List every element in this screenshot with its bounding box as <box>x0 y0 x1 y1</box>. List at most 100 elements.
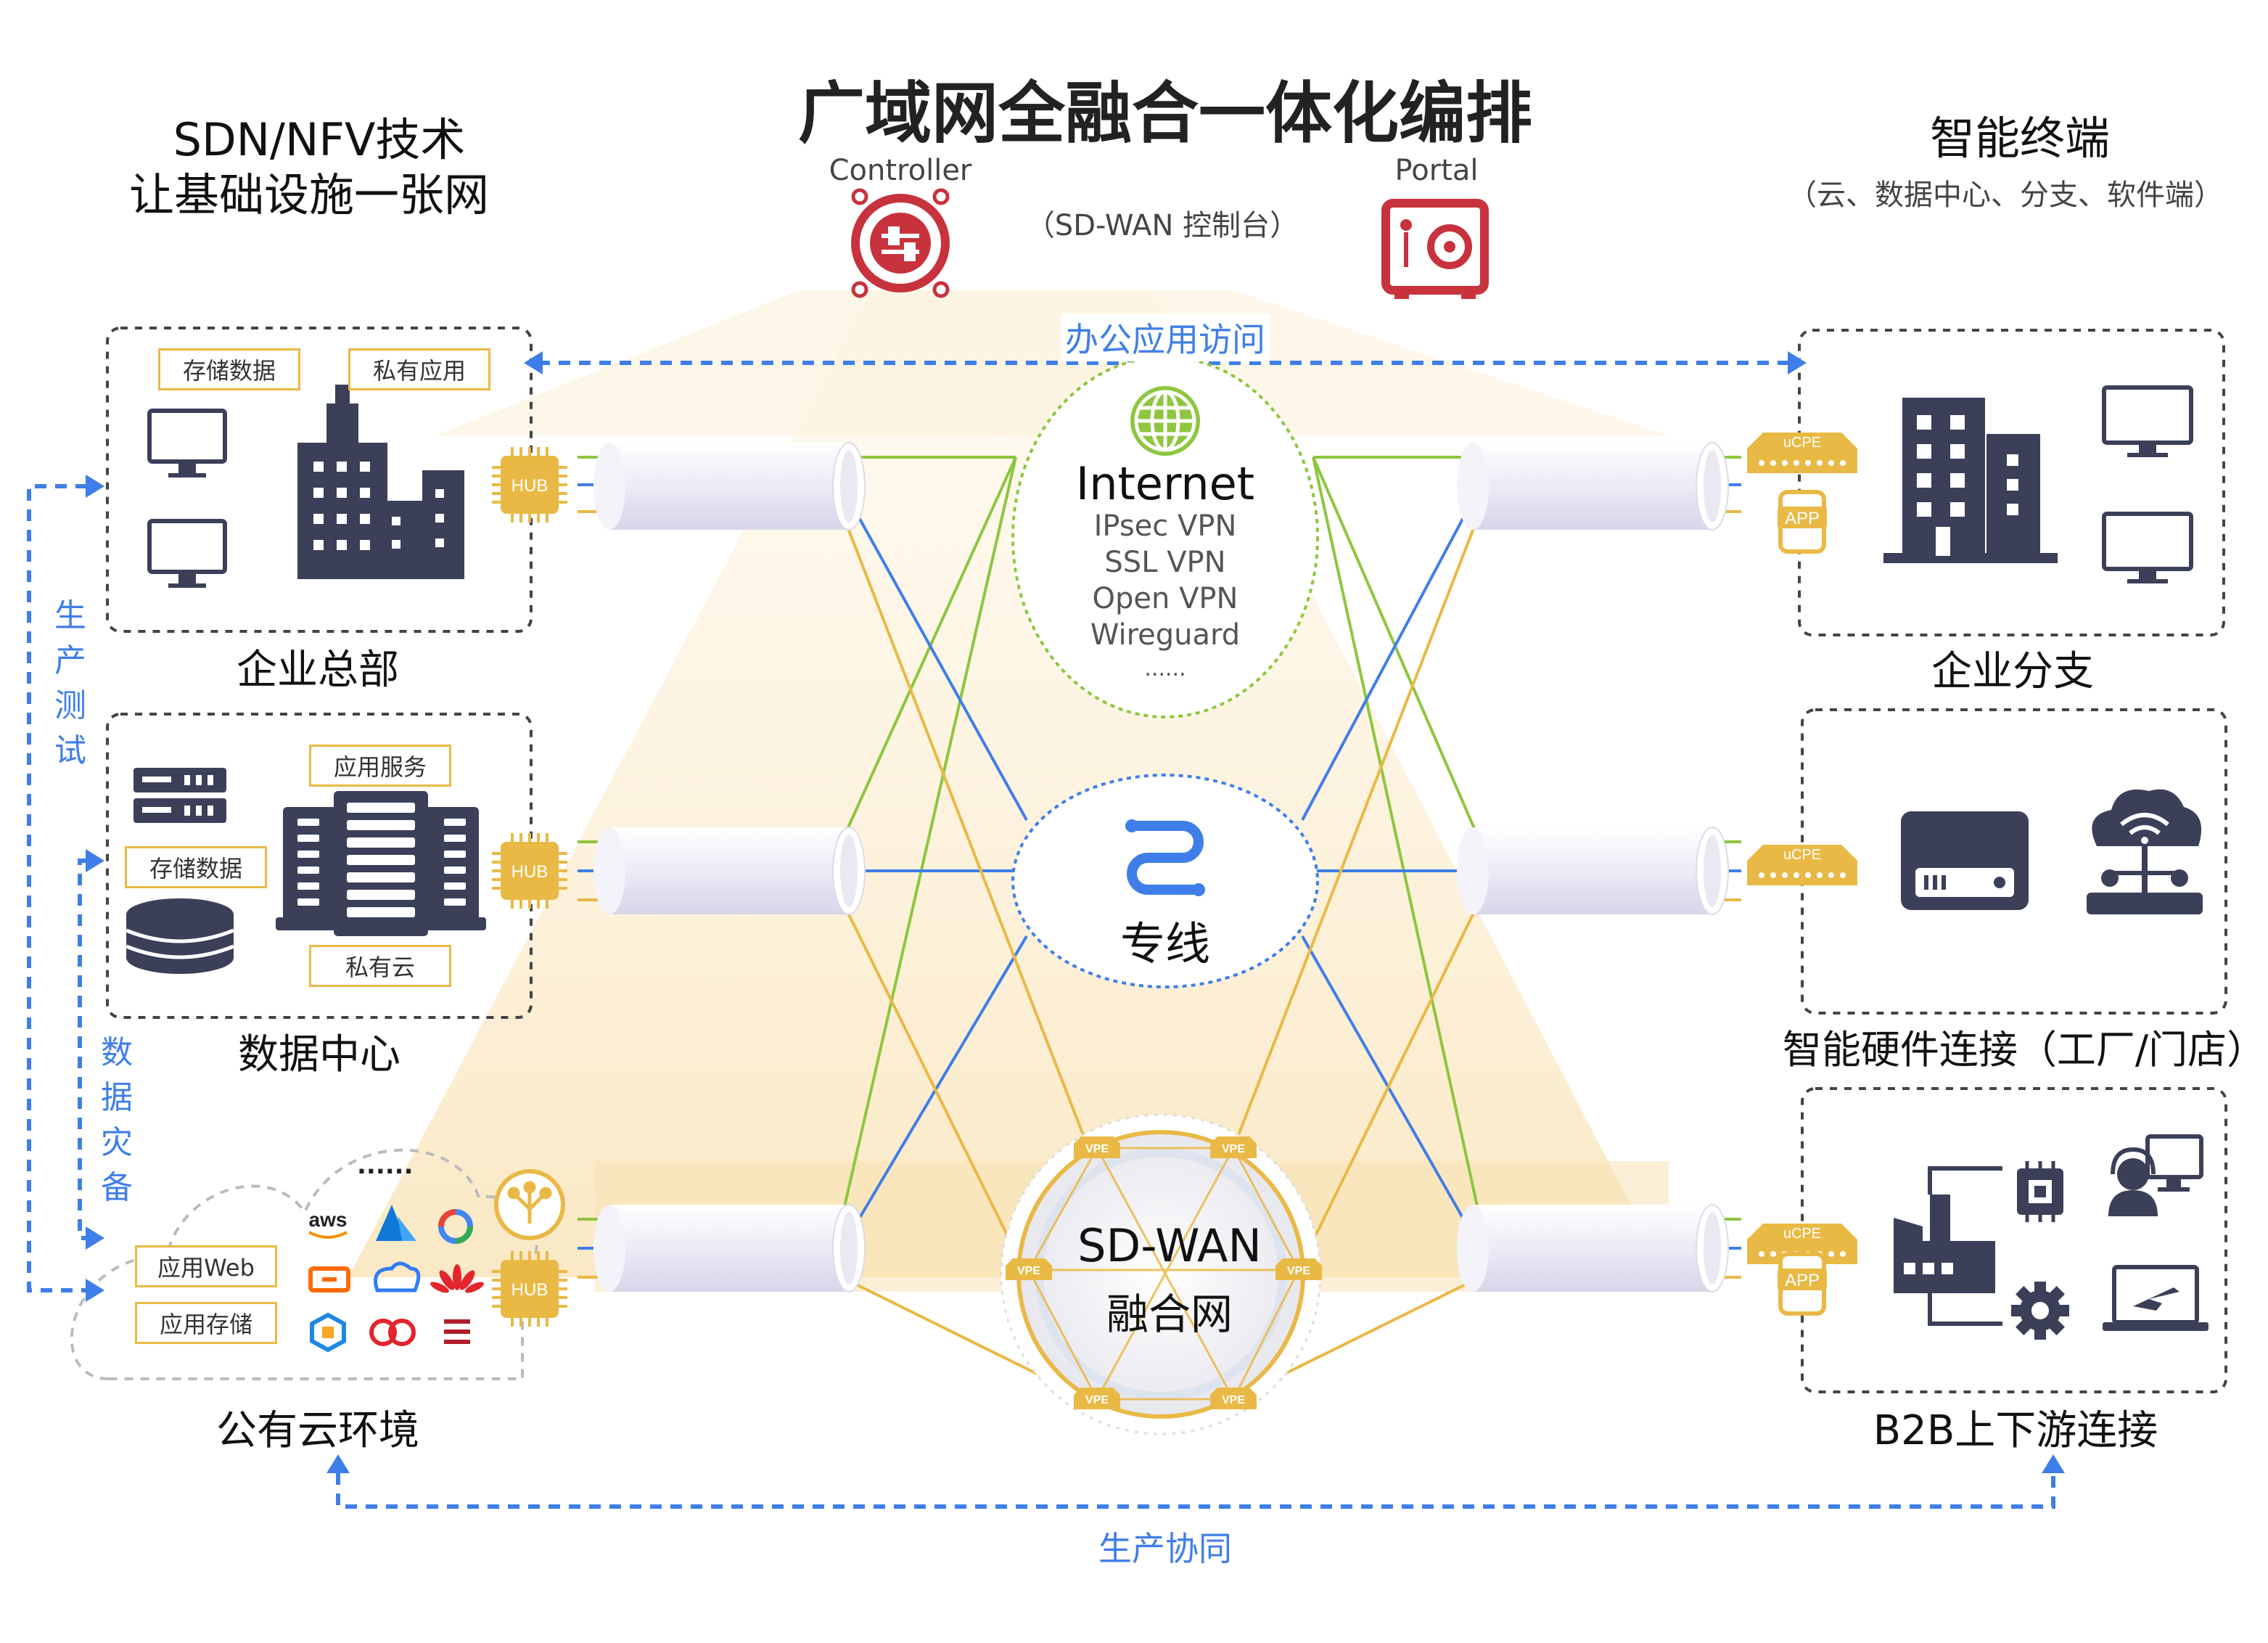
page-title: 广域网全融合一体化编排 <box>798 75 1533 152</box>
app-badges: APP APP <box>1778 490 1827 1316</box>
route-icon <box>1125 819 1205 896</box>
b2b-box <box>1801 1087 2227 1393</box>
cloud-tag-storage: 应用存储 <box>135 1302 277 1344</box>
ucpe-badge: uCPE <box>1747 433 1857 473</box>
app-label: APP <box>1785 1271 1820 1290</box>
dc-tag-app-service: 应用服务 <box>309 745 451 787</box>
branch-monitor-icon <box>2102 385 2193 571</box>
cloud-name: 公有云环境 <box>216 1407 419 1454</box>
app-badge: APP <box>1778 490 1827 554</box>
left-header-line2: 让基础设施一张网 <box>128 168 490 221</box>
vpe-node: VPE <box>1006 1258 1052 1280</box>
hq-tag-private-app: 私有应用 <box>348 348 490 390</box>
ucpe-label: uCPE <box>1783 1226 1821 1242</box>
hub-chip: HUB <box>492 447 567 523</box>
right-header-line1: 智能终端 <box>1929 112 2111 165</box>
tunnel-cylinder <box>593 827 866 915</box>
internet-name: Internet <box>1075 457 1255 510</box>
vpe-node: VPE <box>1210 1388 1257 1409</box>
globe-icon <box>1130 386 1200 456</box>
vpe-label: VPE <box>1017 1265 1040 1277</box>
hub-chip: HUB <box>492 1251 567 1327</box>
ucpe-badges: uCPE uCPE uCPE <box>1747 433 1857 1264</box>
hq-name: 企业总部 <box>237 647 399 694</box>
branch-box <box>1798 329 2225 636</box>
tunnel-cylinder <box>1457 827 1729 915</box>
hardware-box <box>1801 708 2227 1015</box>
app-label: APP <box>1785 509 1820 528</box>
vpe-node: VPE <box>1275 1258 1322 1280</box>
dc-tag-storage: 存储数据 <box>125 846 267 888</box>
internet-proto-ipsec: IPsec VPN <box>1093 509 1237 543</box>
internet-proto-more: ...... <box>1144 656 1186 681</box>
left-header-line1: SDN/NFV技术 <box>173 113 466 166</box>
internet-proto-ssl: SSL VPN <box>1104 546 1226 579</box>
branch-building-icon <box>1883 398 2058 563</box>
hub-label: HUB <box>511 862 548 882</box>
vpe-node: VPE <box>1210 1136 1257 1158</box>
cloud-provider-logos: aws <box>308 1205 484 1353</box>
ucpe-badge: uCPE <box>1747 845 1857 885</box>
tunnels <box>593 442 1729 1292</box>
tunnel-cylinder <box>1457 1204 1729 1292</box>
cloud-hub-tree-icon <box>494 1169 565 1240</box>
ucpe-label: uCPE <box>1783 847 1821 863</box>
ucpe-label: uCPE <box>1783 435 1821 451</box>
ucpe-badge: uCPE <box>1747 1224 1857 1264</box>
tunnel-cylinder <box>593 1204 866 1292</box>
data-disaster-label: 数据灾备 <box>99 1031 135 1210</box>
internet-proto-openvpn: Open VPN <box>1092 582 1238 615</box>
sdwan-name-line1: SD-WAN <box>1077 1219 1262 1272</box>
portal-safe-icon <box>1381 199 1489 299</box>
vpe-node: VPE <box>1074 1388 1120 1409</box>
private-line-cloud <box>1011 774 1319 988</box>
tunnel-cylinder <box>1457 442 1729 530</box>
factory-icon <box>1894 1195 1995 1293</box>
laptop-plane-icon <box>2103 1265 2209 1331</box>
tunnel-cylinder <box>593 442 866 530</box>
monitor-icon <box>147 409 227 574</box>
dc-name: 数据中心 <box>238 1031 400 1078</box>
controller-icon <box>851 188 950 298</box>
vpe-label: VPE <box>1085 1394 1109 1406</box>
vpe-label: VPE <box>1085 1143 1109 1155</box>
controller-label: Controller <box>829 154 972 187</box>
cloud-tag-web: 应用Web <box>135 1245 277 1287</box>
sdwan-name-line2: 融合网 <box>1106 1290 1233 1339</box>
vpe-label: VPE <box>1222 1143 1245 1155</box>
hub-chips: HUB HUB HUB <box>492 447 567 1327</box>
light-beams <box>348 290 1669 1292</box>
cpu-chip-icon <box>2017 1161 2063 1222</box>
vpe-node: VPE <box>1074 1136 1120 1158</box>
hardware-box-icon <box>1901 811 2029 910</box>
server-rack-icon <box>133 768 226 823</box>
hq-tag-storage: 存储数据 <box>158 348 300 390</box>
cloud-more-dots: ...... <box>357 1151 414 1180</box>
app-badge: APP <box>1778 1252 1827 1316</box>
hardware-name: 智能硬件连接（工厂/门店） <box>1782 1027 2267 1073</box>
hub-label: HUB <box>511 1280 548 1300</box>
dc-tag-private-cloud: 私有云 <box>309 945 451 987</box>
controller-sub: （SD-WAN 控制台） <box>1025 209 1299 242</box>
gear-icon <box>2011 1282 2069 1340</box>
right-header-line2: （云、数据中心、分支、软件端） <box>1788 179 2223 212</box>
branch-name: 企业分支 <box>1931 648 2094 695</box>
private-line-name: 专线 <box>1119 917 1211 970</box>
support-agent-icon <box>2108 1134 2203 1216</box>
vpe-label: VPE <box>1287 1265 1310 1277</box>
portal-label: Portal <box>1394 154 1479 187</box>
cloud-wifi-router-icon <box>2087 789 2203 914</box>
hub-label: HUB <box>511 476 548 496</box>
hub-chip: HUB <box>492 833 567 909</box>
office-access-label: 办公应用访问 <box>1061 314 1270 361</box>
vpe-label: VPE <box>1222 1394 1245 1406</box>
production-collab-label: 生产协同 <box>1098 1529 1232 1568</box>
b2b-name: B2B上下游连接 <box>1873 1407 2158 1454</box>
hq-building-icon <box>297 385 464 579</box>
connection-lines <box>578 456 1741 1401</box>
internet-proto-wireguard: Wireguard <box>1090 618 1241 652</box>
aws-logo-text: aws <box>309 1208 348 1231</box>
blue-dashed-links <box>27 361 2055 1509</box>
